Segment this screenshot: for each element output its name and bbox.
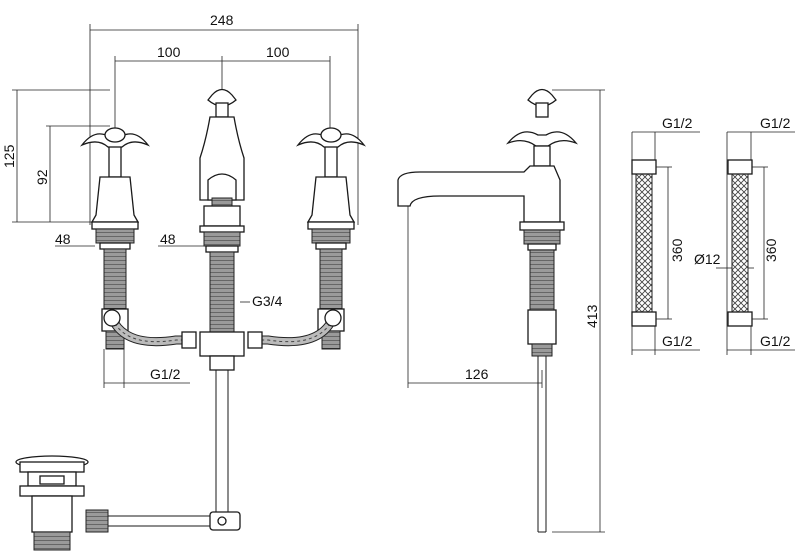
label-spacing-right: 100 bbox=[266, 44, 290, 60]
label-thread-left: 48 bbox=[55, 231, 71, 247]
dim-overall-width: 248 bbox=[89, 12, 359, 225]
dim-heights: 125 92 bbox=[1, 89, 110, 223]
label-overall-width: 248 bbox=[210, 12, 234, 28]
label-spacing-left: 100 bbox=[157, 44, 181, 60]
side-view: 126 413 bbox=[397, 88, 605, 533]
hose-a: G1/2 G1/2 360 bbox=[631, 115, 700, 355]
center-body: G3/4 bbox=[199, 88, 283, 520]
label-inlet-thread: G1/2 bbox=[150, 366, 181, 382]
dim-spacing: 100 100 bbox=[114, 44, 331, 130]
front-view: 248 100 100 125 92 48 48 bbox=[1, 12, 367, 520]
label-hose-b-length: 360 bbox=[763, 238, 779, 262]
label-hose-diameter: Ø12 bbox=[694, 251, 721, 267]
label-total-height: 413 bbox=[584, 304, 600, 328]
label-spout-reach: 126 bbox=[465, 366, 489, 382]
dim-inlet: G1/2 bbox=[103, 349, 190, 388]
label-hose-a-top: G1/2 bbox=[662, 115, 693, 131]
hose-b: G1/2 G1/2 360 Ø12 bbox=[694, 115, 795, 355]
label-body-height: 92 bbox=[34, 169, 50, 185]
label-thread-center: 48 bbox=[160, 231, 176, 247]
label-handle-height: 125 bbox=[1, 144, 17, 168]
label-hose-a-bottom: G1/2 bbox=[662, 333, 693, 349]
left-valve bbox=[79, 127, 151, 350]
label-hose-a-length: 360 bbox=[669, 238, 685, 262]
label-hose-b-bottom: G1/2 bbox=[760, 333, 791, 349]
label-outlet-thread: G3/4 bbox=[252, 293, 283, 309]
dim-threads: 48 48 bbox=[55, 231, 205, 247]
braided-connectors bbox=[103, 309, 342, 349]
label-hose-b-top: G1/2 bbox=[760, 115, 791, 131]
pop-up-waste bbox=[15, 455, 241, 551]
